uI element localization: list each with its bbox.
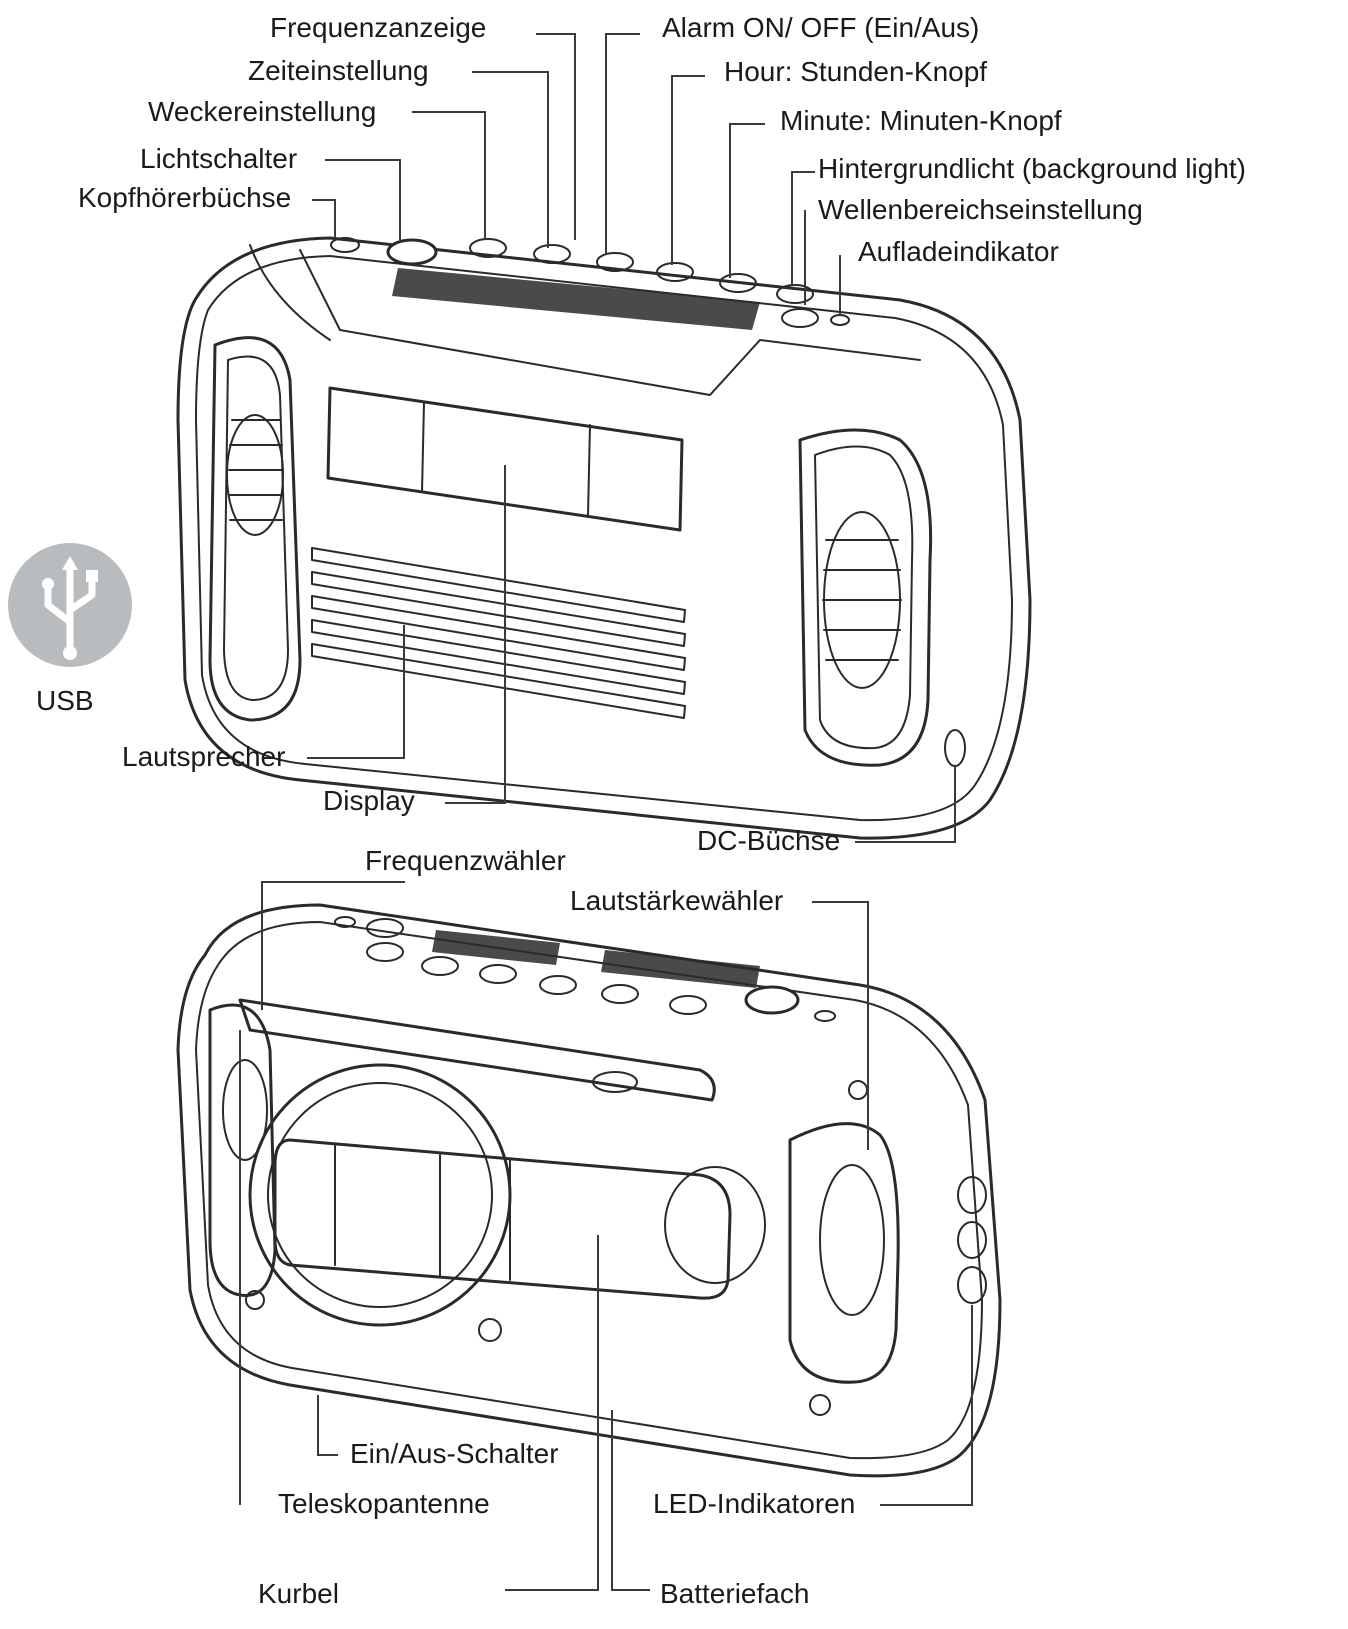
label-display: Display	[323, 785, 415, 816]
label-lichtschalter: Lichtschalter	[140, 143, 297, 174]
label-zeiteinstellung: Zeiteinstellung	[248, 55, 429, 86]
label-frequenzwaehler: Frequenzwähler	[365, 845, 566, 876]
label-frequenzanzeige: Frequenzanzeige	[270, 12, 486, 43]
label-lautstaerkewaehler: Lautstärkewähler	[570, 885, 783, 916]
leader-hour	[671, 75, 705, 265]
leader-lichtschalter	[325, 159, 401, 240]
leader-lines	[239, 33, 973, 1591]
leader-kopfhoererbuechse	[312, 199, 336, 238]
leader-zeiteinstellung	[472, 71, 549, 248]
label-minute: Minute: Minuten-Knopf	[780, 105, 1062, 136]
leader-lautsprecher	[307, 625, 405, 759]
label-hour: Hour: Stunden-Knopf	[724, 56, 987, 87]
radio-front-view	[176, 236, 1032, 840]
labels: Frequenzanzeige Zeiteinstellung Weckerei…	[36, 12, 1246, 1609]
label-aufladeindikator: Aufladeindikator	[858, 236, 1059, 267]
radio-rear-view	[176, 903, 1002, 1478]
label-led-indikatoren: LED-Indikatoren	[653, 1488, 855, 1519]
leader-lautstaerkewaehler	[812, 901, 869, 1150]
leader-batteriefach	[611, 1410, 650, 1591]
leader-kurbel	[505, 1235, 599, 1591]
leader-weckereinstellung	[412, 111, 486, 240]
leader-display	[445, 465, 506, 804]
leader-led-indikatoren	[880, 1305, 973, 1506]
leader-hintergrundlicht	[791, 171, 815, 285]
label-alarm: Alarm ON/ OFF (Ein/Aus)	[662, 12, 979, 43]
label-kopfhoererbuechse: Kopfhörerbüchse	[78, 182, 291, 213]
label-teleskopantenne: Teleskopantenne	[278, 1488, 490, 1519]
leader-frequenzanzeige	[536, 33, 576, 240]
label-kurbel: Kurbel	[258, 1578, 339, 1609]
usb-icon	[42, 556, 98, 660]
label-lautsprecher: Lautsprecher	[122, 741, 285, 772]
label-batteriefach: Batteriefach	[660, 1578, 809, 1609]
leader-minute	[729, 123, 765, 278]
label-dc-buechse: DC-Büchse	[697, 825, 840, 856]
label-wellenbereich: Wellenbereichseinstellung	[818, 194, 1143, 225]
label-hintergrundlicht: Hintergrundlicht (background light)	[818, 153, 1246, 184]
leader-dc-buechse	[855, 766, 956, 843]
leader-frequenzwaehler	[261, 881, 405, 1010]
leader-alarm	[605, 33, 640, 255]
label-usb: USB	[36, 685, 94, 716]
label-ein-aus-schalter: Ein/Aus-Schalter	[350, 1438, 559, 1469]
label-weckereinstellung: Weckereinstellung	[148, 96, 376, 127]
usb-badge	[8, 543, 132, 667]
leader-ein-aus-schalter	[317, 1395, 338, 1456]
